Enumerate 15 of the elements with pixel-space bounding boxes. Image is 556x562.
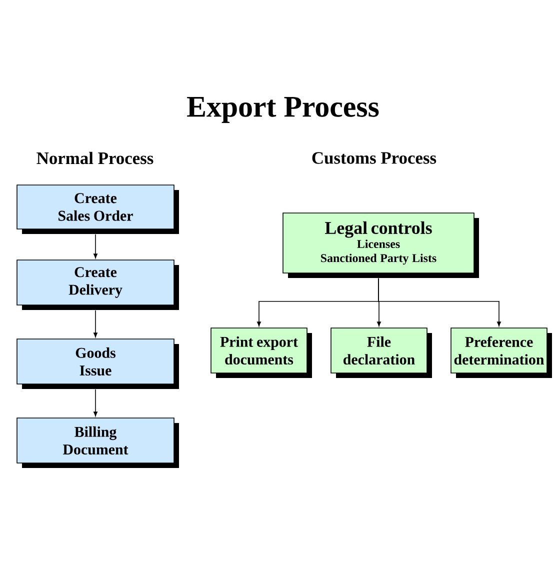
process-box: Billing Document: [16, 418, 179, 468]
process-box: Goods Issue: [16, 338, 179, 389]
arrow: [94, 234, 98, 258]
arrow: [378, 278, 501, 326]
title: Export Process: [187, 97, 379, 123]
arrow: [94, 389, 98, 416]
process-box: Create Delivery: [16, 260, 179, 310]
process-box: File declaration: [330, 328, 432, 378]
process-box: Preference determination: [450, 328, 552, 378]
arrow: [94, 310, 98, 338]
process-box: Legal controls Licenses Sanctioned Party Lists: [282, 212, 479, 278]
section-heading: Customs Process: [312, 152, 436, 164]
process-box: Print export documents: [210, 328, 312, 378]
process-box: Create Sales Order: [16, 184, 179, 234]
section-heading: Normal Process: [36, 152, 154, 164]
